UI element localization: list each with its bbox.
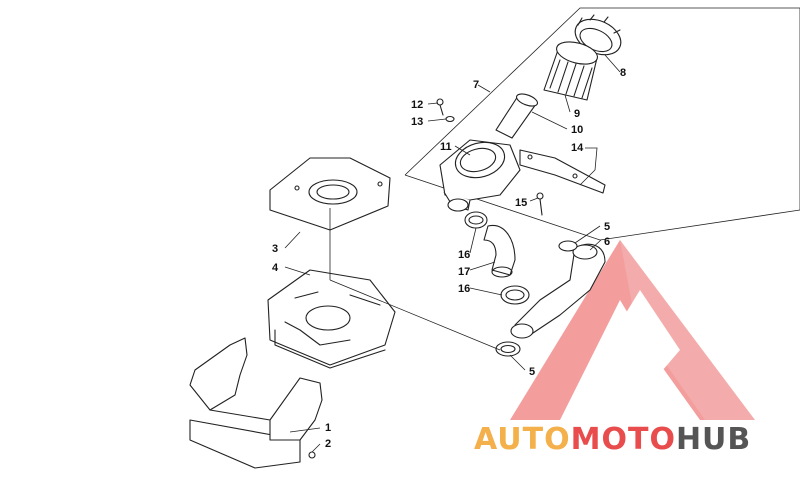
bracket-part-14 [519,149,606,194]
watermark-hub: HUB [676,422,751,457]
heat-shield-part-1 [189,337,323,469]
callout-3: 3 [272,243,278,255]
logo-triangle-right [620,240,755,420]
callout-6: 6 [604,236,610,248]
callouts: 8 9 10 7 12 13 11 14 15 16 17 16 5 6 5 3… [272,67,626,450]
watermark-moto: MOTO [571,422,676,457]
watermark-logo [510,240,755,420]
callout-16-upper: 16 [458,249,470,261]
watermark-auto: AUTO [474,422,571,457]
callout-8: 8 [620,67,626,79]
clamp-part-5-lower [495,341,521,357]
callout-5-upper: 5 [604,221,610,233]
assembly-bracket-7 [404,7,800,241]
callout-2: 2 [325,438,331,450]
callout-12: 12 [411,99,423,111]
callout-4: 4 [272,262,279,274]
airbox-housing-part-11 [439,139,521,212]
washer-part-13 [445,115,455,123]
callout-1: 1 [325,422,331,434]
airbox-tray-part-4 [267,269,396,369]
callout-17: 17 [458,266,470,278]
screw-part-15 [536,192,544,216]
callout-9: 9 [574,108,580,120]
logo-triangle-cutout [585,290,680,385]
clamp-part-16-lower [500,285,530,305]
callout-5-lower: 5 [529,366,535,378]
clamp-part-5-upper [558,240,578,252]
callout-14: 14 [571,142,584,154]
callout-7: 7 [473,79,479,91]
callout-16-lower: 16 [458,283,470,295]
screw-part-2 [308,451,316,459]
airbox-lid-part-3 [269,157,391,231]
clamp-part-16-upper [464,211,488,229]
callout-15: 15 [515,197,527,209]
callout-10: 10 [571,124,583,136]
elbow-hose-part-17 [483,224,516,278]
watermark-text: AUTOMOTOHUB [474,422,751,457]
filter-tube-part-10 [495,93,539,139]
intake-duct-part-6 [510,243,606,339]
bolt-part-12 [436,98,444,116]
callout-13: 13 [411,116,423,128]
callout-11: 11 [440,141,452,153]
leader-lines [284,54,621,453]
air-filter-part-9 [543,41,598,101]
